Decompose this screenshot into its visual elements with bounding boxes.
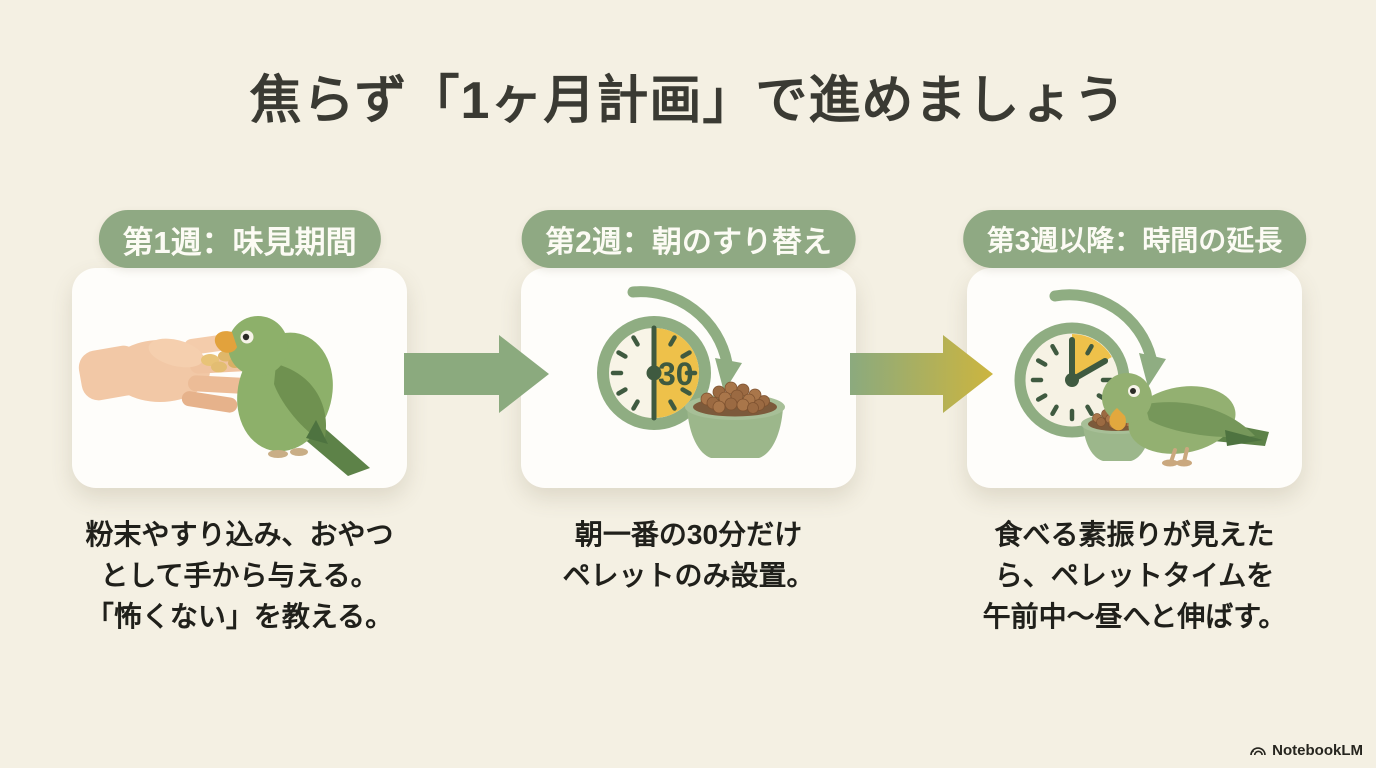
description-line: 食べる素振りが見えた <box>994 519 1275 550</box>
step-1-description: 粉末やすり込み、おやつ として手から与える。 「怖くない」を教える。 <box>72 514 407 637</box>
description-line: ペレットのみ設置。 <box>562 560 815 591</box>
step-1-header-pill: 第1週：味見期間 <box>98 210 381 268</box>
clock-yellow-wedge <box>1072 334 1112 380</box>
arrow-week1-to-week2 <box>404 335 549 413</box>
description-line: として手から与える。 <box>100 560 379 591</box>
page-title: 焦らず「1ヶ月計画」で進めましょう <box>249 72 1127 130</box>
parrot-eating-icon <box>1102 373 1269 467</box>
pellet-bowl-icon <box>685 381 785 458</box>
parrot-icon <box>214 316 370 476</box>
notebooklm-label: NotebookLM <box>1272 742 1363 759</box>
timer-30-icon: 30 <box>597 316 711 430</box>
notebooklm-icon <box>1250 747 1266 756</box>
clock-ticks <box>610 335 698 411</box>
description-line: 朝一番の30分だけ <box>574 519 803 550</box>
step-card-week2: 第2週：朝のすり替え <box>521 210 856 488</box>
beak <box>214 331 237 353</box>
clock-parrot-eating-illustration <box>1014 289 1269 467</box>
step-1-header-label: 第1週：味見期間 <box>122 224 357 260</box>
hand-feeding-parrot-illustration <box>78 316 370 476</box>
clockwise-arrow-icon <box>627 286 742 392</box>
timer-and-bowl-illustration: 30 <box>597 286 785 458</box>
step-card-week3: 第3週以降：時間の延長 <box>962 210 1307 488</box>
description-line: ら、ペレットタイムを <box>994 560 1275 591</box>
step-3-header-pill: 第3週以降：時間の延長 <box>962 210 1307 268</box>
notebooklm-watermark: NotebookLM <box>1249 742 1363 759</box>
clock-yellow-half <box>654 328 699 418</box>
description-line: 「怖くない」を教える。 <box>85 601 394 632</box>
step-3-description: 食べる素振りが見えた ら、ペレットタイムを 午前中〜昼へと伸ばす。 <box>967 514 1302 637</box>
pellets <box>700 381 770 414</box>
timer-minutes-label: 30 <box>658 356 694 392</box>
step-2-header-label: 第2週：朝のすり替え <box>545 226 832 259</box>
description-line: 午前中〜昼へと伸ばす。 <box>982 601 1287 632</box>
beak <box>1109 408 1126 431</box>
clockwise-arrow-icon <box>1049 289 1166 387</box>
step-2-description: 朝一番の30分だけ ペレットのみ設置。 <box>521 514 856 596</box>
arrow-week2-to-week3 <box>850 335 993 413</box>
step-card-week1: 第1週：味見期間 <box>72 210 407 488</box>
step-3-header-label: 第3週以降：時間の延長 <box>986 225 1283 256</box>
description-line: 粉末やすり込み、おやつ <box>85 519 394 550</box>
step-2-header-pill: 第2週：朝のすり替え <box>521 210 856 268</box>
